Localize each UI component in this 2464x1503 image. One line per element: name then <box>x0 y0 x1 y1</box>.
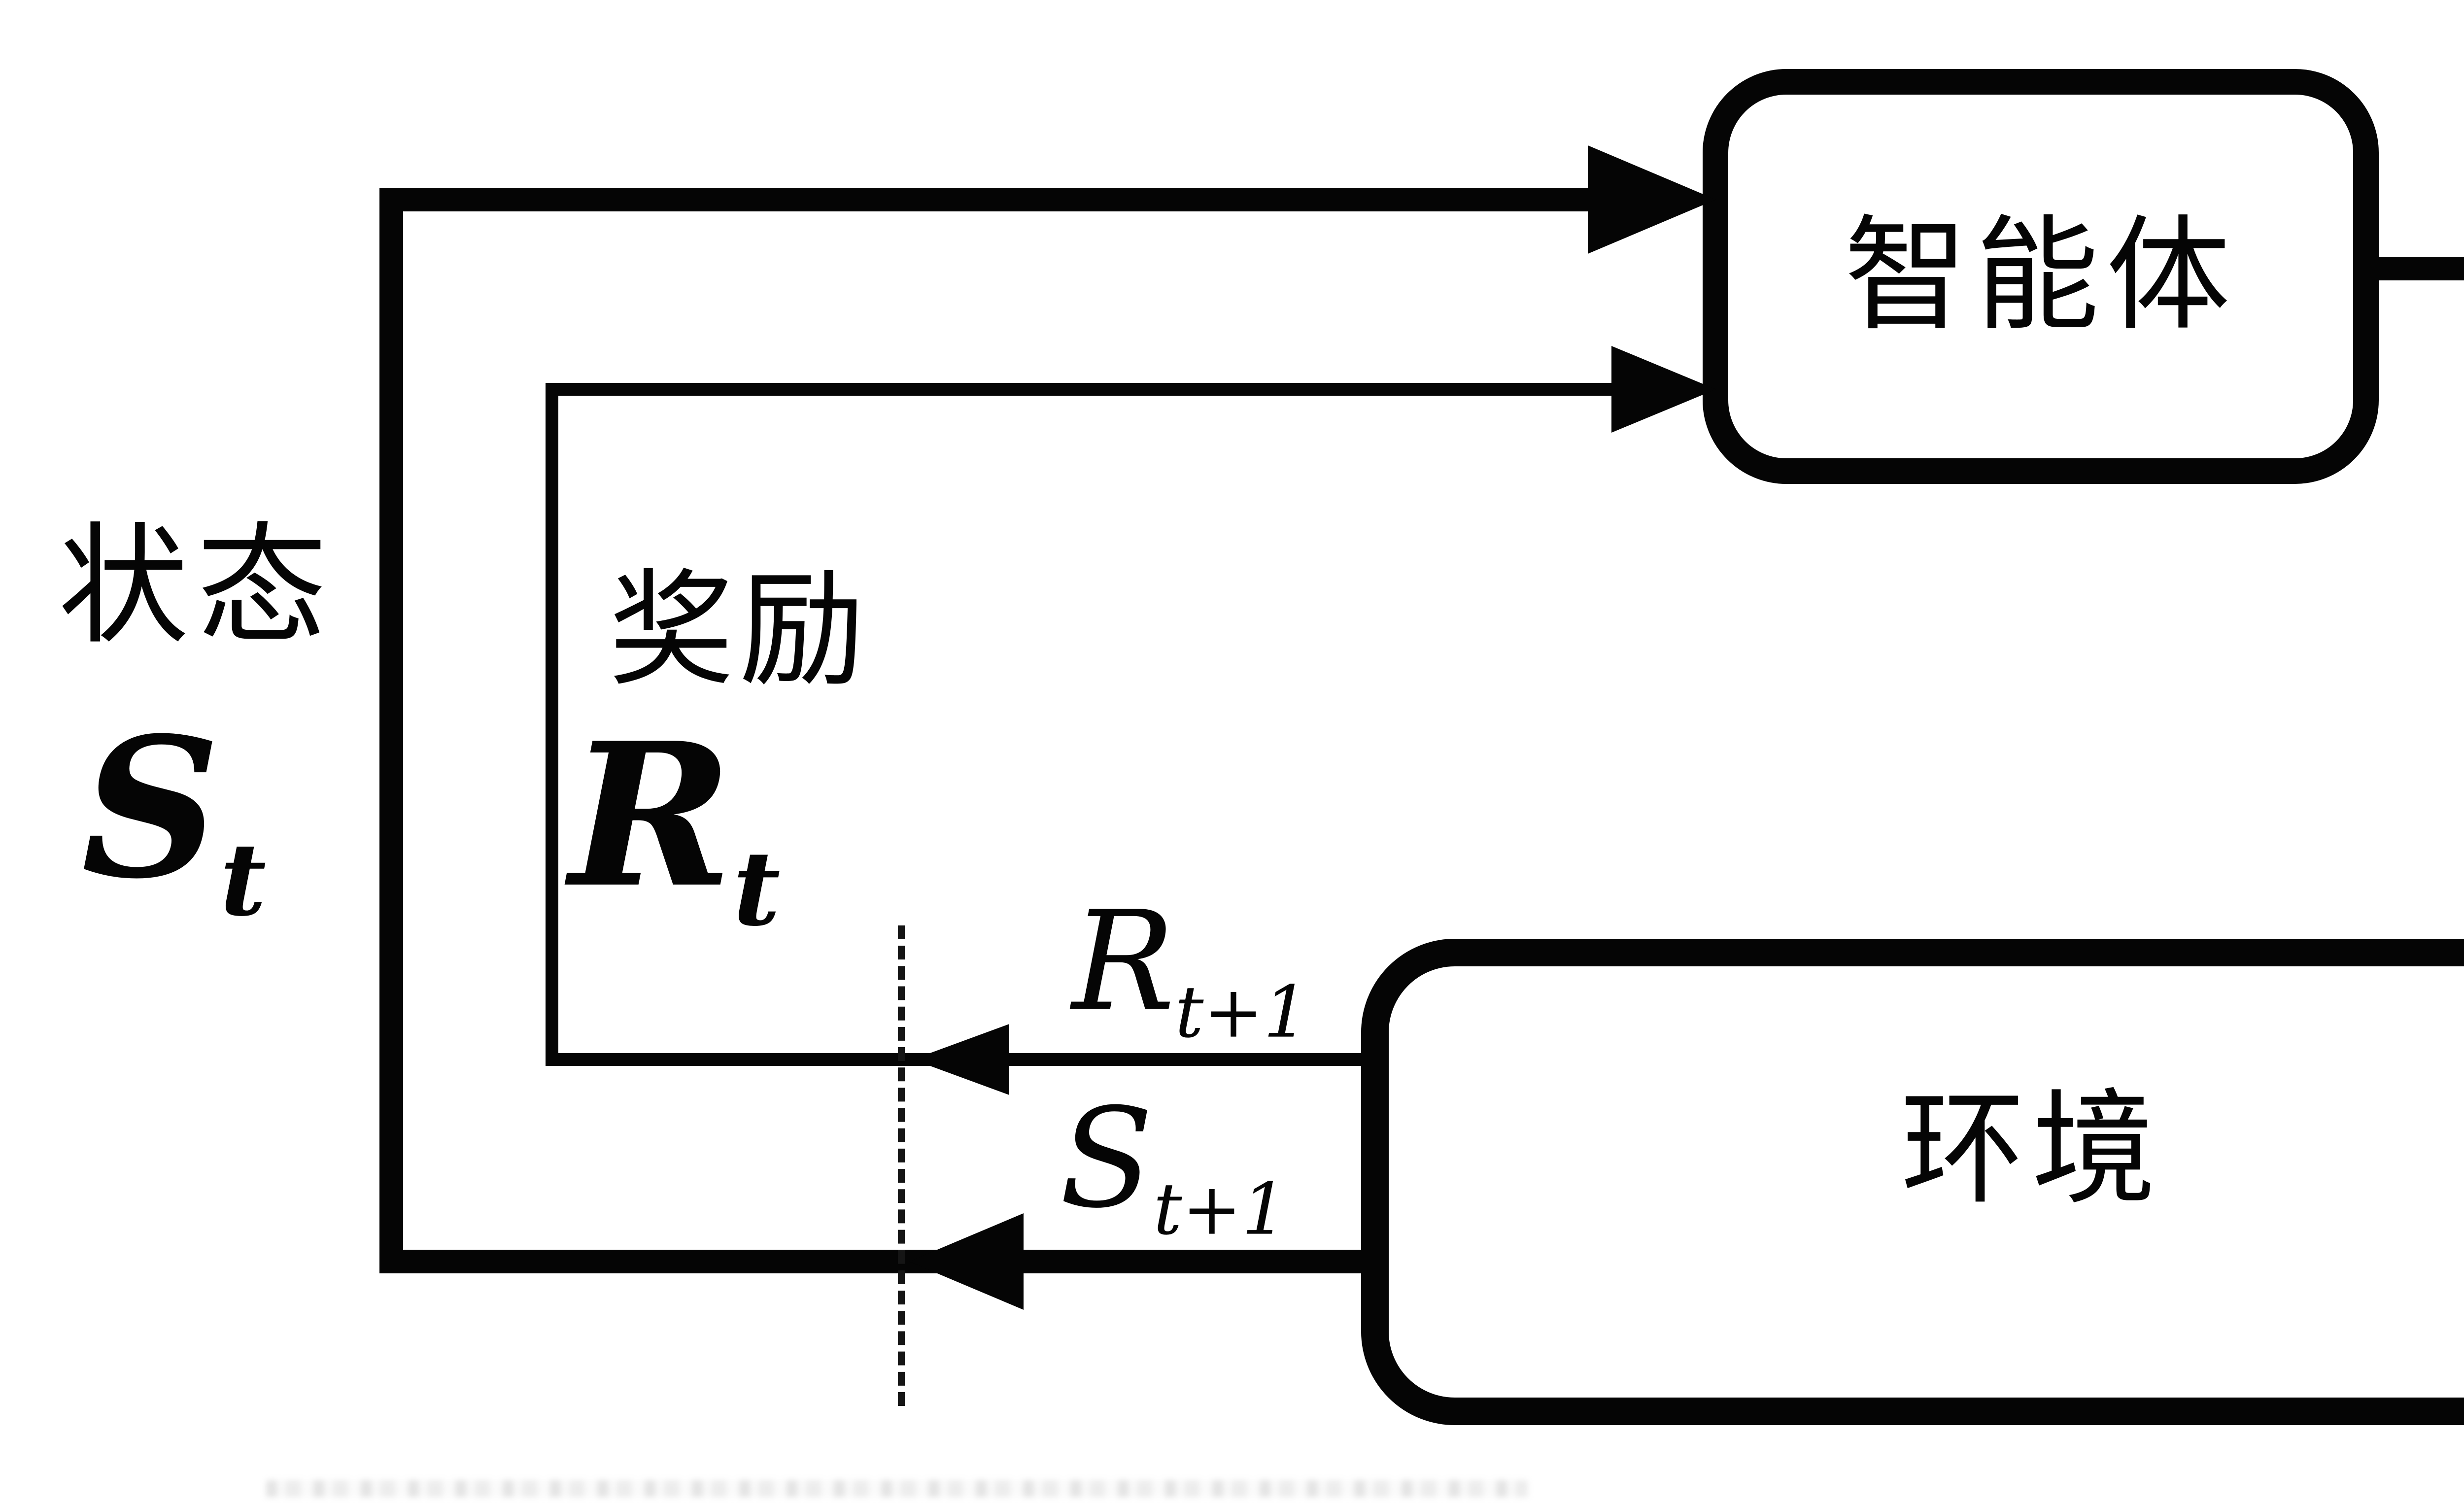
time-boundary-dashed-line <box>898 925 905 1406</box>
bottom-edge-scan-artifact <box>266 1480 1528 1497</box>
next-reward-symbol-letter: R <box>1072 882 1175 1041</box>
state-line-top <box>379 188 1597 211</box>
environment-label: 环境 <box>1900 1081 2163 1219</box>
reward-symbol-subscript: t <box>733 829 781 949</box>
state-line-bottom <box>379 1250 1386 1273</box>
state-line-vertical <box>379 188 403 1273</box>
state-label-cn: 状态 <box>58 515 335 660</box>
agent-label: 智能体 <box>1844 207 2237 345</box>
next-state-symbol: St+1 <box>1060 1090 1287 1245</box>
reward-line-top <box>546 383 1616 396</box>
state-symbol-letter: S <box>81 695 220 921</box>
reward-arrowhead-into-agent-icon <box>1611 346 1716 433</box>
state-symbol: St <box>81 712 266 929</box>
next-state-symbol-letter: S <box>1060 1079 1154 1238</box>
reward-arrowhead-at-boundary-icon <box>913 1024 1009 1095</box>
state-arrowhead-into-agent-icon <box>1588 145 1716 254</box>
next-reward-symbol: Rt+1 <box>1072 893 1309 1048</box>
reward-symbol-letter: R <box>569 700 733 931</box>
next-reward-symbol-subscript: t+1 <box>1175 971 1309 1054</box>
reward-line-vertical <box>546 383 558 1066</box>
reward-symbol: Rt <box>569 717 781 940</box>
agent-node: 智能体 <box>1703 69 2379 484</box>
environment-node: 环境 <box>1361 939 2464 1425</box>
reward-label-cn: 奖励 <box>609 562 870 701</box>
state-symbol-subscript: t <box>220 821 267 938</box>
state-arrowhead-at-boundary-icon <box>909 1213 1024 1310</box>
next-state-symbol-subscript: t+1 <box>1153 1168 1287 1251</box>
